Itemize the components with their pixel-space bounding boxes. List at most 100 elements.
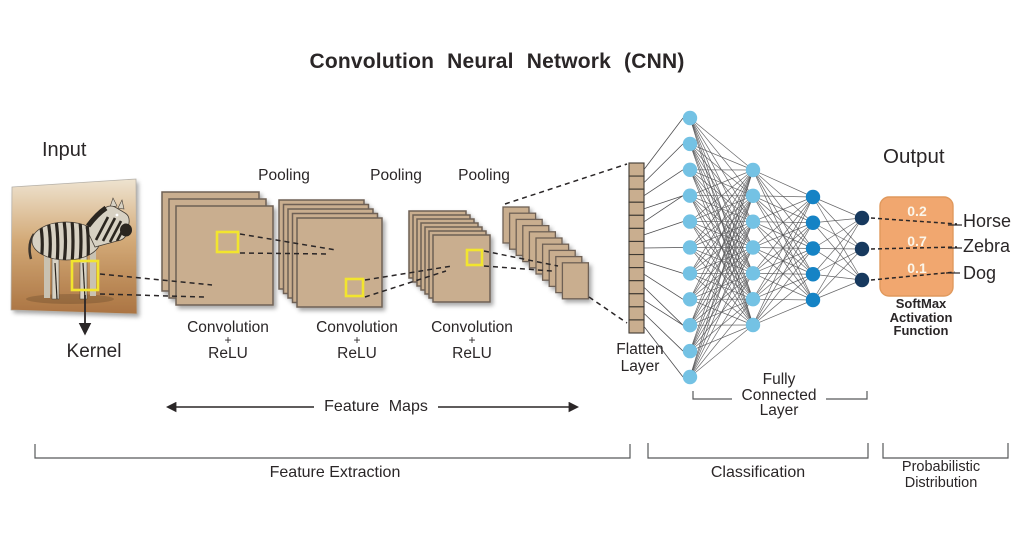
- feature-map-layer: [175, 205, 274, 306]
- pooled-map: [561, 262, 590, 300]
- network-node: [745, 266, 761, 281]
- kernel-box-stack2: [344, 277, 365, 298]
- flatten-cell: [628, 175, 645, 190]
- network-node: [682, 318, 698, 333]
- network-edge: [689, 273, 754, 378]
- network-node: [805, 215, 821, 230]
- flatten-edge: [643, 195, 684, 210]
- section-feature-extraction: Feature Extraction: [269, 464, 401, 481]
- zebra-leg: [44, 252, 50, 298]
- network-edge: [689, 143, 754, 171]
- network-edge: [752, 248, 814, 326]
- feature-map-stacks: [161, 162, 645, 334]
- softmax-line2: Activation: [889, 309, 953, 325]
- network-edge: [812, 196, 863, 250]
- probabilistic-line2: Distribution: [904, 474, 978, 491]
- conv-relu-label-2: Convolution + ReLU: [301, 319, 413, 362]
- softmax-line1: SoftMax: [895, 296, 947, 311]
- network-edge: [812, 217, 863, 301]
- flatten-cell: [628, 214, 645, 229]
- dashed-projection-line: [239, 233, 337, 251]
- network-edge: [689, 247, 754, 378]
- network-node: [682, 214, 698, 229]
- flatten-edge: [643, 195, 684, 223]
- fully-line1: Fully: [762, 371, 796, 388]
- network-edge: [689, 169, 754, 326]
- kernel-box-stack3: [465, 248, 484, 267]
- classification-bracket: [647, 443, 869, 459]
- conv-stack-1: [161, 191, 274, 306]
- network-nodes: [682, 110, 870, 385]
- network-edge: [689, 324, 754, 378]
- network-node: [682, 240, 698, 255]
- section-classification: Classification: [710, 464, 806, 481]
- conv-label: Convolution: [431, 319, 513, 336]
- network-edge: [752, 273, 814, 326]
- input-label: Input: [42, 139, 87, 161]
- fully-line3: Layer: [759, 402, 799, 419]
- network-edge: [752, 195, 814, 198]
- network-edge: [689, 169, 754, 300]
- zebra-leg: [90, 250, 96, 296]
- feature-map-layer: [296, 217, 383, 308]
- flatten-edge: [643, 299, 684, 326]
- diagram-title: Convolution Neural Network (CNN): [309, 50, 685, 73]
- class-dashed-line: [870, 217, 958, 225]
- conv-label: Convolution: [187, 319, 269, 336]
- conv-relu-label-1: Convolution + ReLU: [172, 319, 284, 362]
- flatten-cell: [628, 280, 645, 295]
- network-node: [745, 188, 761, 204]
- dashed-projection-line: [99, 273, 213, 286]
- relu-label: ReLU: [337, 345, 377, 362]
- network-node: [745, 162, 761, 178]
- kernel-label: Kernel: [66, 341, 122, 362]
- dashed-projection-line: [239, 252, 331, 255]
- flatten-cell: [628, 253, 645, 269]
- network-edge: [812, 217, 863, 224]
- class-dashed-line: [870, 246, 958, 250]
- pooling-label-1: Pooling: [258, 167, 310, 184]
- flatten-edge: [643, 286, 684, 326]
- network-edge: [812, 196, 863, 219]
- network-node: [745, 240, 761, 255]
- probabilistic-bracket: [882, 443, 1009, 459]
- network-edge: [752, 196, 814, 248]
- flatten-layer: [628, 162, 645, 334]
- feature-map-layer: [432, 234, 491, 303]
- network-edge: [752, 196, 814, 274]
- network-node: [682, 136, 698, 152]
- plus-label: +: [353, 333, 361, 347]
- zebra-ear: [117, 199, 125, 210]
- network-node: [805, 241, 821, 256]
- network-edge: [812, 217, 863, 275]
- flatten-cell: [628, 293, 645, 308]
- softmax-line3: Function: [893, 323, 949, 338]
- network-edge: [752, 299, 814, 326]
- flatten-cell: [628, 319, 645, 334]
- network-edge: [752, 196, 814, 222]
- class-label-dog: Dog: [963, 263, 997, 283]
- flatten-cell: [628, 306, 645, 321]
- conv-label: Convolution: [316, 319, 398, 336]
- network-node: [682, 369, 698, 385]
- flatten-cell: [628, 162, 645, 177]
- output-dashed-lines: [870, 217, 962, 281]
- network-edge: [812, 248, 863, 250]
- input-image-zebra: [26, 197, 132, 304]
- flatten-line1: Flatten: [616, 341, 664, 358]
- network-node: [854, 210, 870, 226]
- zebra-eye: [115, 213, 119, 217]
- flatten-cell: [628, 201, 645, 216]
- network-edge: [689, 195, 754, 378]
- probabilistic-line1: Probabilistic: [901, 459, 981, 475]
- feature-maps-label: Feature Maps: [314, 398, 438, 416]
- relu-label: ReLU: [208, 345, 248, 362]
- pooling-label-3: Pooling: [458, 167, 510, 184]
- network-edges: [643, 117, 863, 378]
- input-photo-border: [10, 178, 138, 315]
- plus-label: +: [468, 333, 476, 347]
- network-edge: [689, 169, 754, 274]
- network-node: [682, 188, 698, 203]
- kernel-box-stack1: [215, 230, 240, 254]
